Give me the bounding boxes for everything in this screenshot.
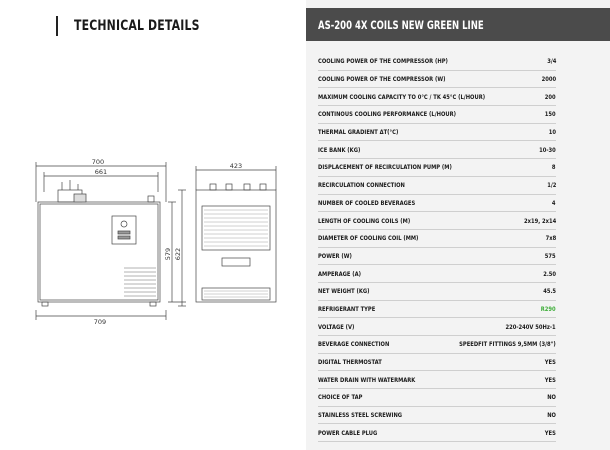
spec-value: NO (547, 411, 556, 420)
spec-value: 2.50 (543, 269, 556, 278)
spec-row: Maximum cooling capacity to 0°C / TK 45°… (318, 88, 556, 107)
front-view (35, 162, 186, 320)
spec-label: Choice of tap (318, 393, 363, 402)
technical-drawing: 700 661 709 579 622 (35, 158, 277, 326)
spec-panel: AS-200 4X COILS NEW GREEN LINE Cooling p… (306, 0, 610, 450)
dim-inner-width: 661 (95, 168, 107, 176)
spec-label: Stainless steel screwing (318, 411, 403, 420)
spec-row: Power (W) 575 (318, 248, 556, 266)
spec-row: Choice of tap NO (318, 389, 556, 407)
spec-row: Refrigerant type R290 (318, 301, 556, 319)
spec-value: 2x19, 2x14 (523, 216, 556, 225)
spec-label: Thermal gradient ΔT(°C) (318, 128, 399, 137)
spec-value: 4 (552, 198, 556, 207)
spec-label: Net weight (kg) (318, 287, 370, 296)
title-marker (56, 16, 58, 36)
section-header: TECHNICAL DETAILS (56, 16, 235, 36)
spec-label: Refrigerant type (318, 304, 376, 313)
dim-overall-width: 700 (92, 158, 104, 166)
spec-value: R290 (541, 304, 556, 313)
spec-label: Beverage connection (318, 340, 390, 349)
product-title: AS-200 4X COILS NEW GREEN LINE (318, 17, 484, 32)
spec-value: NO (547, 393, 556, 402)
dim-height-inner: 579 (164, 248, 172, 260)
spec-value: 1/2 (546, 181, 556, 190)
spec-value: SPEEDFIT FITTINGS 9,5MM (3/8") (459, 340, 556, 349)
spec-label: Amperage (A) (318, 269, 361, 278)
dim-depth: 423 (230, 162, 242, 170)
spec-row: Length of cooling coils (m) 2x19, 2x14 (318, 212, 556, 230)
spec-value: 575 (545, 251, 556, 260)
spec-row: Digital thermostat YES (318, 354, 556, 372)
spec-label: Digital thermostat (318, 358, 382, 367)
spec-row: Stainless steel screwing NO (318, 407, 556, 425)
left-panel: TECHNICAL DETAILS (35, 16, 277, 326)
spec-row: Continous cooling performance (l/hour) 15… (318, 106, 556, 124)
spec-table: Cooling power of the compressor (HP)3/4C… (318, 53, 556, 443)
spec-label: Displacement of recirculation pump (m) (318, 163, 452, 172)
spec-value: 10-30 (539, 145, 556, 154)
spec-value: 45.5 (543, 287, 556, 296)
spec-row: Recirculation connection 1/2 (318, 177, 556, 195)
spec-value: 2000 (541, 75, 556, 84)
spec-row: Amperage (A) 2.50 (318, 265, 556, 283)
spec-value: 3/4 (546, 57, 556, 66)
spec-value: YES (544, 375, 556, 384)
spec-label: Maximum cooling capacity to 0°C / TK 45°… (318, 92, 486, 101)
spec-label: Ice bank (kg) (318, 145, 361, 154)
spec-value: 200 (545, 92, 556, 101)
spec-label: Continous cooling performance (l/hour) (318, 110, 456, 119)
spec-value: 10 (548, 128, 556, 137)
spec-label: Number of cooled beverages (318, 198, 416, 207)
dim-base-width: 709 (94, 318, 106, 326)
side-view-vents (204, 209, 268, 298)
spec-row: Ice bank (kg) 10-30 (318, 141, 556, 160)
product-header: AS-200 4X COILS NEW GREEN LINE (306, 8, 610, 41)
spec-label: Cooling power of the compressor (HP) (318, 57, 448, 66)
spec-value: 220-240V 50Hz-1 (505, 322, 556, 331)
spec-value: 150 (545, 110, 556, 119)
spec-row: Displacement of recirculation pump (m) 8 (318, 159, 556, 177)
spec-value: 8 (552, 163, 556, 172)
spec-label: Power cable plug (318, 428, 378, 437)
spec-value: 7x8 (545, 234, 556, 243)
spec-label: Cooling power of the compressor (W) (318, 75, 446, 84)
spec-label: Power (W) (318, 251, 352, 260)
spec-row: Cooling power of the compressor (HP) 3/4 (318, 53, 556, 71)
spec-label: Voltage (V) (318, 322, 355, 331)
spec-row: Voltage (V) 220-240V 50Hz-1 (318, 318, 556, 336)
spec-row: Water drain with watermark YES (318, 371, 556, 390)
spec-row: Number of cooled beverages 4 (318, 195, 556, 213)
spec-value: YES (544, 428, 556, 437)
spec-row: Power cable plug YES (318, 424, 556, 443)
spec-row: Net weight (kg) 45.5 (318, 283, 556, 301)
spec-row: Diameter of cooling coil (mm) 7x8 (318, 230, 556, 248)
spec-row: Cooling power of the compressor (W) 2000 (318, 71, 556, 89)
section-title: TECHNICAL DETAILS (74, 18, 200, 34)
spec-row: Beverage connection SPEEDFIT FITTINGS 9,5… (318, 336, 556, 354)
spec-label: Length of cooling coils (m) (318, 216, 411, 225)
spec-label: Water drain with watermark (318, 375, 416, 384)
spec-row: Thermal gradient ΔT(°C) 10 (318, 124, 556, 142)
spec-label: Diameter of cooling coil (mm) (318, 234, 419, 243)
dim-height-total: 622 (174, 248, 182, 260)
side-view (195, 166, 277, 303)
spec-value: YES (544, 358, 556, 367)
spec-label: Recirculation connection (318, 181, 405, 190)
